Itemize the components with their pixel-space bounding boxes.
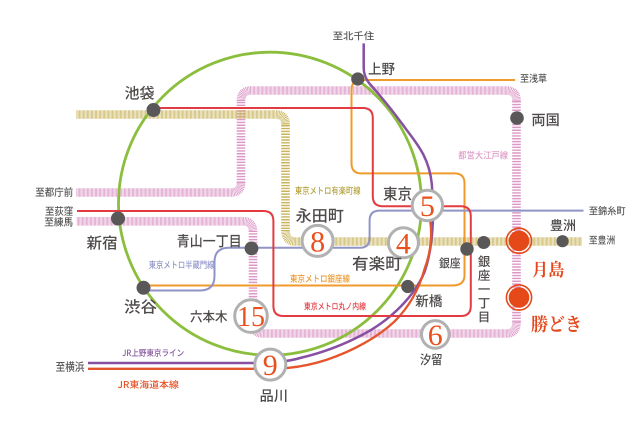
svg-text:5: 5 (420, 190, 435, 223)
svg-text:4: 4 (396, 227, 411, 260)
svg-text:15: 15 (237, 302, 265, 333)
svg-text:6: 6 (428, 319, 443, 352)
svg-text:9: 9 (263, 349, 278, 382)
svg-text:8: 8 (310, 225, 325, 258)
